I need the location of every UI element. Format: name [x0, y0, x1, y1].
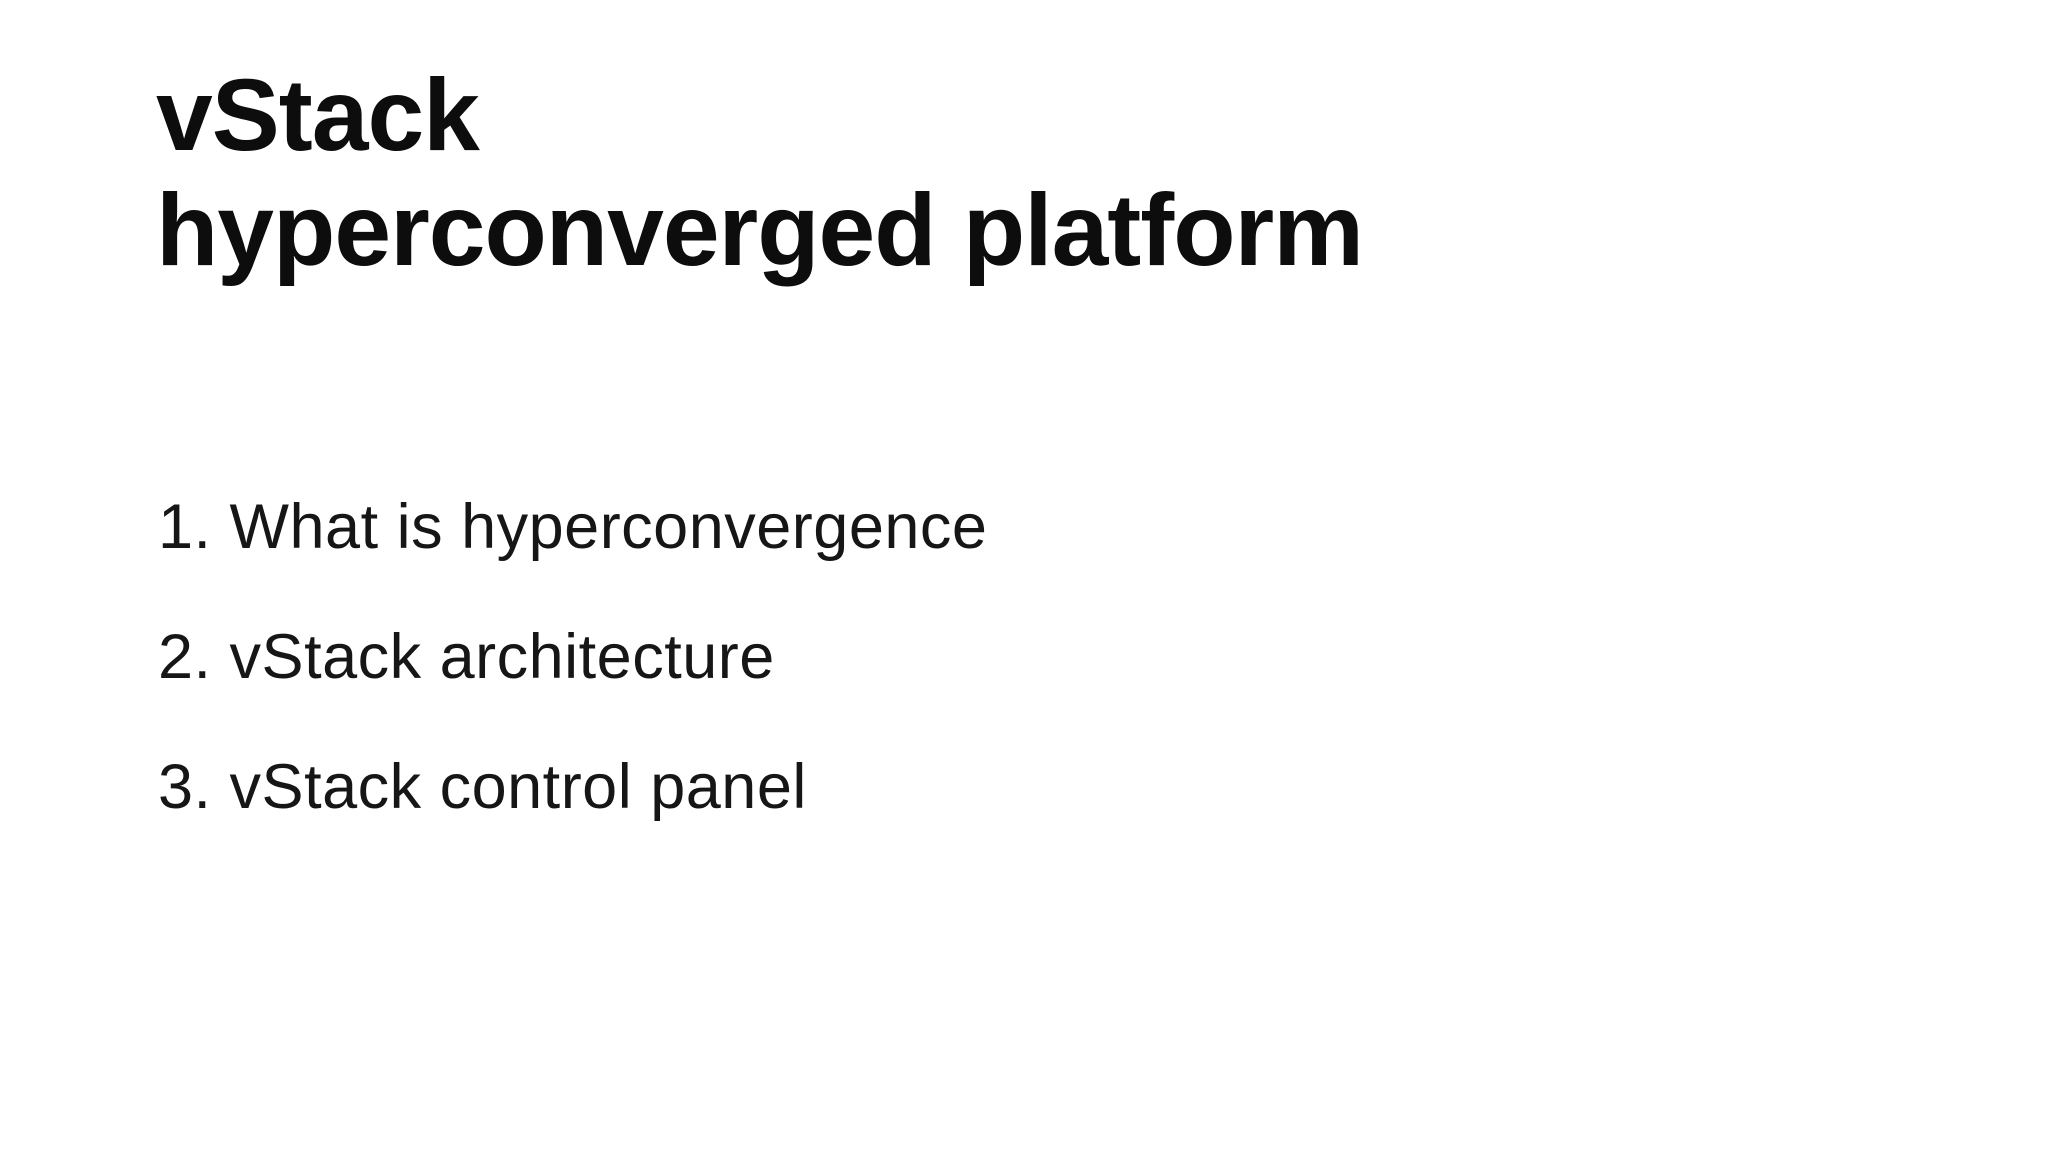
- slide-title: vStack hyperconverged platform: [156, 58, 1364, 289]
- agenda-item-3-number: 3.: [158, 752, 212, 822]
- agenda-item-2-number: 2.: [158, 622, 212, 692]
- slide-title-line-1: vStack: [156, 58, 480, 172]
- agenda-item-1: 1.What is hyperconvergence: [158, 496, 987, 559]
- agenda-item-2-label: vStack architecture: [229, 622, 775, 692]
- agenda-item-3: 3.vStack control panel: [158, 756, 987, 819]
- agenda-item-1-number: 1.: [158, 492, 212, 562]
- agenda-list: 1.What is hyperconvergence 2.vStack arch…: [158, 496, 987, 886]
- slide-title-line-2: hyperconverged platform: [156, 173, 1364, 288]
- agenda-item-2: 2.vStack architecture: [158, 626, 987, 689]
- agenda-item-3-label: vStack control panel: [229, 752, 807, 822]
- agenda-item-1-label: What is hyperconvergence: [229, 492, 988, 562]
